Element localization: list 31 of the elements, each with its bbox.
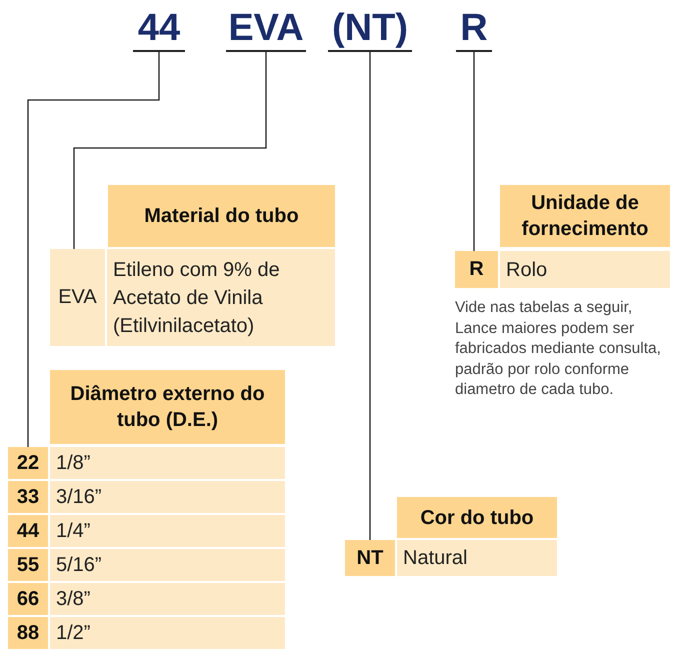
leader-line — [27, 52, 160, 447]
column-header: Unidade de fornecimento — [500, 185, 670, 247]
code-segment: 44 — [133, 6, 185, 52]
description-cell: Etileno com 9% de Acetato de Vinila (Etilvinilacetato) — [107, 249, 335, 346]
description-cell: 1/8” — [50, 447, 285, 479]
note-text: Vide nas tabelas a seguir, Lance maiores podem ser fabricados mediante consulta, padrão por rolo conforme diametro de cada tubo. — [455, 298, 662, 400]
code-cell: 55 — [8, 549, 48, 581]
code-cell: 66 — [8, 583, 48, 615]
code-cell: 33 — [8, 481, 48, 513]
description-cell: Natural — [397, 540, 557, 576]
leader-line — [369, 52, 371, 540]
code-cell: NT — [345, 540, 395, 576]
column-header: Cor do tubo — [397, 497, 557, 538]
code-cell: EVA — [50, 249, 105, 346]
description-cell: 5/16” — [50, 549, 285, 581]
leader-line — [73, 52, 267, 249]
code-cell: 22 — [8, 447, 48, 479]
code-cell: R — [455, 251, 498, 288]
code-cell: 44 — [8, 515, 48, 547]
column-header: Diâmetro externo do tubo (D.E.) — [50, 370, 285, 444]
description-cell: Rolo — [500, 251, 670, 288]
code-segment: (NT) — [328, 6, 412, 52]
code-cell: 88 — [8, 617, 48, 649]
description-cell: 3/16” — [50, 481, 285, 513]
column-header: Material do tubo — [108, 185, 335, 247]
code-segment: EVA — [226, 6, 306, 52]
description-cell: 1/2” — [50, 617, 285, 649]
description-cell: 1/4” — [50, 515, 285, 547]
leader-line — [473, 52, 475, 251]
code-segment: R — [456, 6, 492, 52]
description-cell: 3/8” — [50, 583, 285, 615]
